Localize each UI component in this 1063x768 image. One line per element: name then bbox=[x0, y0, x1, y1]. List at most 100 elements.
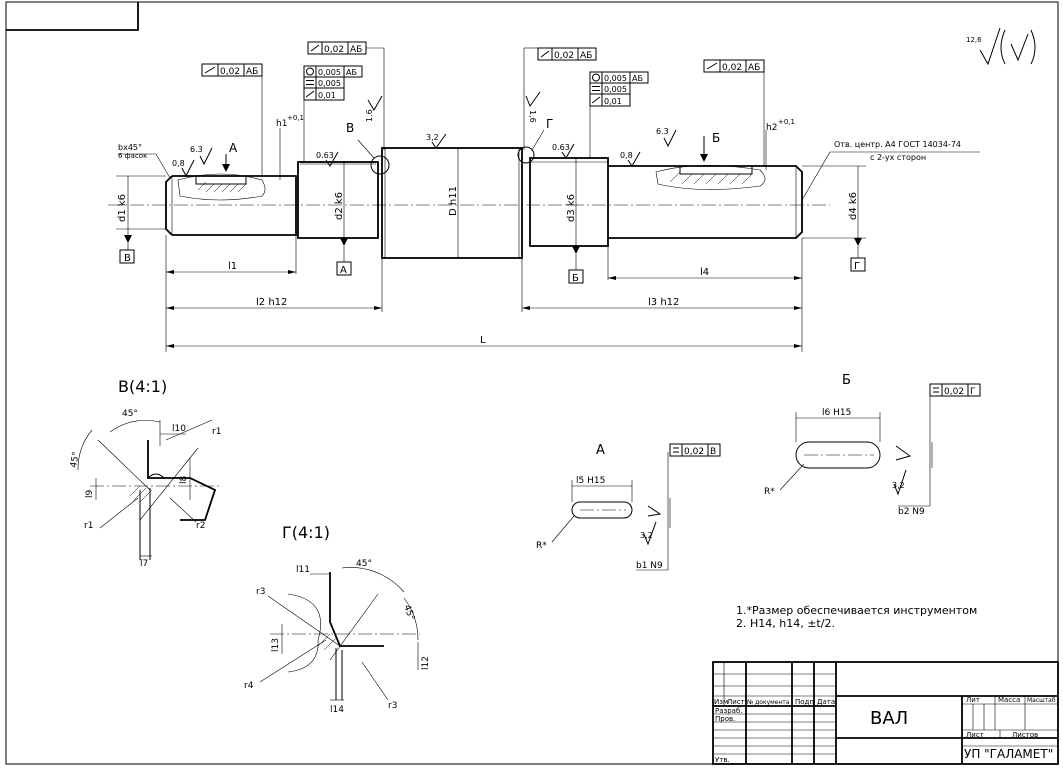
fcf-run-value: 0,01 bbox=[318, 91, 336, 100]
tb-sheet: Лист bbox=[966, 731, 984, 739]
detail-v-arc45-left bbox=[77, 429, 93, 471]
h1-label: h1 bbox=[276, 119, 287, 129]
fcf-round-base-box bbox=[343, 65, 363, 78]
tb-part-name: ВАЛ bbox=[870, 708, 908, 729]
fcf-round-sym bbox=[306, 67, 314, 76]
detail-v-l7: l7 bbox=[140, 559, 148, 569]
frame-corner-box bbox=[6, 2, 139, 31]
tb-col-doc: № документа bbox=[747, 699, 790, 706]
fcf-left-value: 0,02 bbox=[220, 67, 240, 77]
rough-32-D: 3,2 bbox=[426, 133, 439, 142]
tb-mass: Масса bbox=[998, 696, 1020, 704]
section-b-title: Б bbox=[842, 373, 851, 388]
section-a-letter: А bbox=[229, 141, 238, 155]
detail-g-l12: l12 bbox=[421, 656, 431, 670]
section-a-arrow-head bbox=[222, 164, 230, 172]
fcf-tl-value: 0,02 bbox=[324, 45, 344, 55]
fcf-r-round-bases: АБ bbox=[632, 74, 643, 83]
base-label-v: В bbox=[124, 253, 131, 264]
section-b-R: R* bbox=[764, 487, 775, 497]
detail-v-letter: В bbox=[346, 121, 354, 135]
base-tri-v bbox=[124, 235, 132, 243]
fcf-left-bases: АБ bbox=[246, 67, 258, 77]
detail-g-arc45-right bbox=[403, 597, 419, 641]
fcf-r-round-value: 0,005 bbox=[604, 74, 627, 83]
base-box-a bbox=[336, 261, 352, 276]
tb-row-appr: Утв. bbox=[715, 756, 730, 764]
detail-g-view: Г(4:1) bbox=[259, 523, 420, 701]
base-label-g: Г bbox=[854, 261, 860, 272]
section-a-tip bbox=[647, 505, 662, 517]
detail-v-contour bbox=[147, 440, 217, 521]
fcf-round-bases: АБ bbox=[346, 68, 357, 77]
arr-L-a bbox=[166, 344, 174, 348]
rough-sign-063-right bbox=[561, 143, 575, 159]
rough-sign-16-v bbox=[367, 95, 383, 111]
paren-right bbox=[1030, 29, 1036, 65]
segment-d3 bbox=[529, 157, 609, 247]
fcf-tl-leader bbox=[366, 47, 385, 150]
center-hole-leader bbox=[801, 151, 831, 201]
fcf-r-round-base-box bbox=[629, 71, 649, 84]
section-a-rough bbox=[643, 521, 657, 546]
fcf-right-base-box bbox=[745, 59, 765, 73]
fcf-tl-bases: АБ bbox=[350, 45, 362, 55]
detail-v-arc45-top bbox=[109, 420, 161, 433]
section-a-sym-box bbox=[669, 443, 683, 457]
dim-l3-label: l3 h12 bbox=[648, 297, 679, 308]
detail-circle-v bbox=[370, 155, 390, 175]
rough-08-left: 0,8 bbox=[172, 159, 185, 168]
roughness-marks: 0,8 6.3 0.63 3,2 0.63 0,8 6.3 1.6 1,6 bbox=[172, 91, 677, 178]
base-box-b bbox=[568, 269, 584, 284]
detail-v-hatch bbox=[129, 485, 153, 503]
leader-r1-bot bbox=[99, 497, 139, 529]
fcf-left-base-box bbox=[243, 63, 263, 77]
general-roughness-value: 12,6 bbox=[966, 36, 982, 44]
fcf-tl-sym bbox=[310, 44, 320, 52]
section-b-sym-box bbox=[929, 383, 943, 397]
detail-g-break bbox=[287, 593, 321, 673]
section-a-base-box bbox=[707, 443, 721, 457]
chamfer-label: bx45° bbox=[118, 143, 142, 152]
section-b-slot bbox=[795, 441, 881, 469]
detail-v-leader bbox=[357, 139, 375, 159]
fcf-top-left: 0,02 АБ 0,005 АБ 0,005 0,01 bbox=[303, 41, 385, 162]
label-d1: d1 k6 bbox=[117, 194, 128, 222]
arr-l3-b bbox=[794, 306, 802, 310]
dim-l2-label: l2 h12 bbox=[256, 297, 287, 308]
rough-16-v: 1.6 bbox=[365, 109, 374, 122]
detail-v-ang1: 45° bbox=[122, 409, 138, 419]
section-b-tol-val: 0,02 bbox=[944, 387, 964, 397]
base-tri-g bbox=[854, 238, 862, 246]
detail-g-r4: r4 bbox=[244, 681, 254, 691]
fcf-r-run-val-box bbox=[601, 93, 631, 107]
roughness-sign bbox=[979, 27, 1001, 66]
fcf-r-run-value: 0,01 bbox=[604, 97, 622, 106]
keyway-left-break bbox=[177, 173, 266, 201]
h1-tol: +0,1 bbox=[287, 114, 304, 122]
arr-L-b bbox=[794, 344, 802, 348]
base-tri-b bbox=[572, 246, 580, 254]
section-a-view: А bbox=[551, 443, 721, 571]
base-box-g bbox=[850, 257, 866, 272]
tb-col-izm: Изм bbox=[714, 698, 728, 706]
fcf-r-round-sym bbox=[592, 73, 600, 82]
base-label-b: Б bbox=[572, 273, 579, 284]
arr-l2-b bbox=[374, 306, 382, 310]
section-a-title: А bbox=[596, 443, 605, 458]
dim-l1-label: l1 bbox=[228, 261, 237, 272]
section-b-arrow-head bbox=[700, 154, 708, 162]
detail-g-arc45-top bbox=[341, 567, 405, 593]
section-b-tip bbox=[895, 445, 912, 461]
tb-sheets: Листов bbox=[1012, 731, 1038, 739]
center-hole-text: Отв. центр. А4 ГОСТ 14034-74 bbox=[834, 140, 961, 149]
chamfer-leader bbox=[118, 153, 171, 179]
fcf-right-sym bbox=[706, 62, 718, 70]
fcf-tr-bases: АБ bbox=[580, 51, 592, 61]
dim-L-label: L bbox=[480, 335, 486, 346]
tb-row-check: Пров. bbox=[715, 715, 735, 723]
base-label-a: А bbox=[340, 265, 347, 276]
rough-sign-16-g bbox=[525, 91, 541, 108]
fcf-flat-sym-box bbox=[303, 76, 317, 89]
fcf-round-value: 0,005 bbox=[318, 68, 341, 77]
